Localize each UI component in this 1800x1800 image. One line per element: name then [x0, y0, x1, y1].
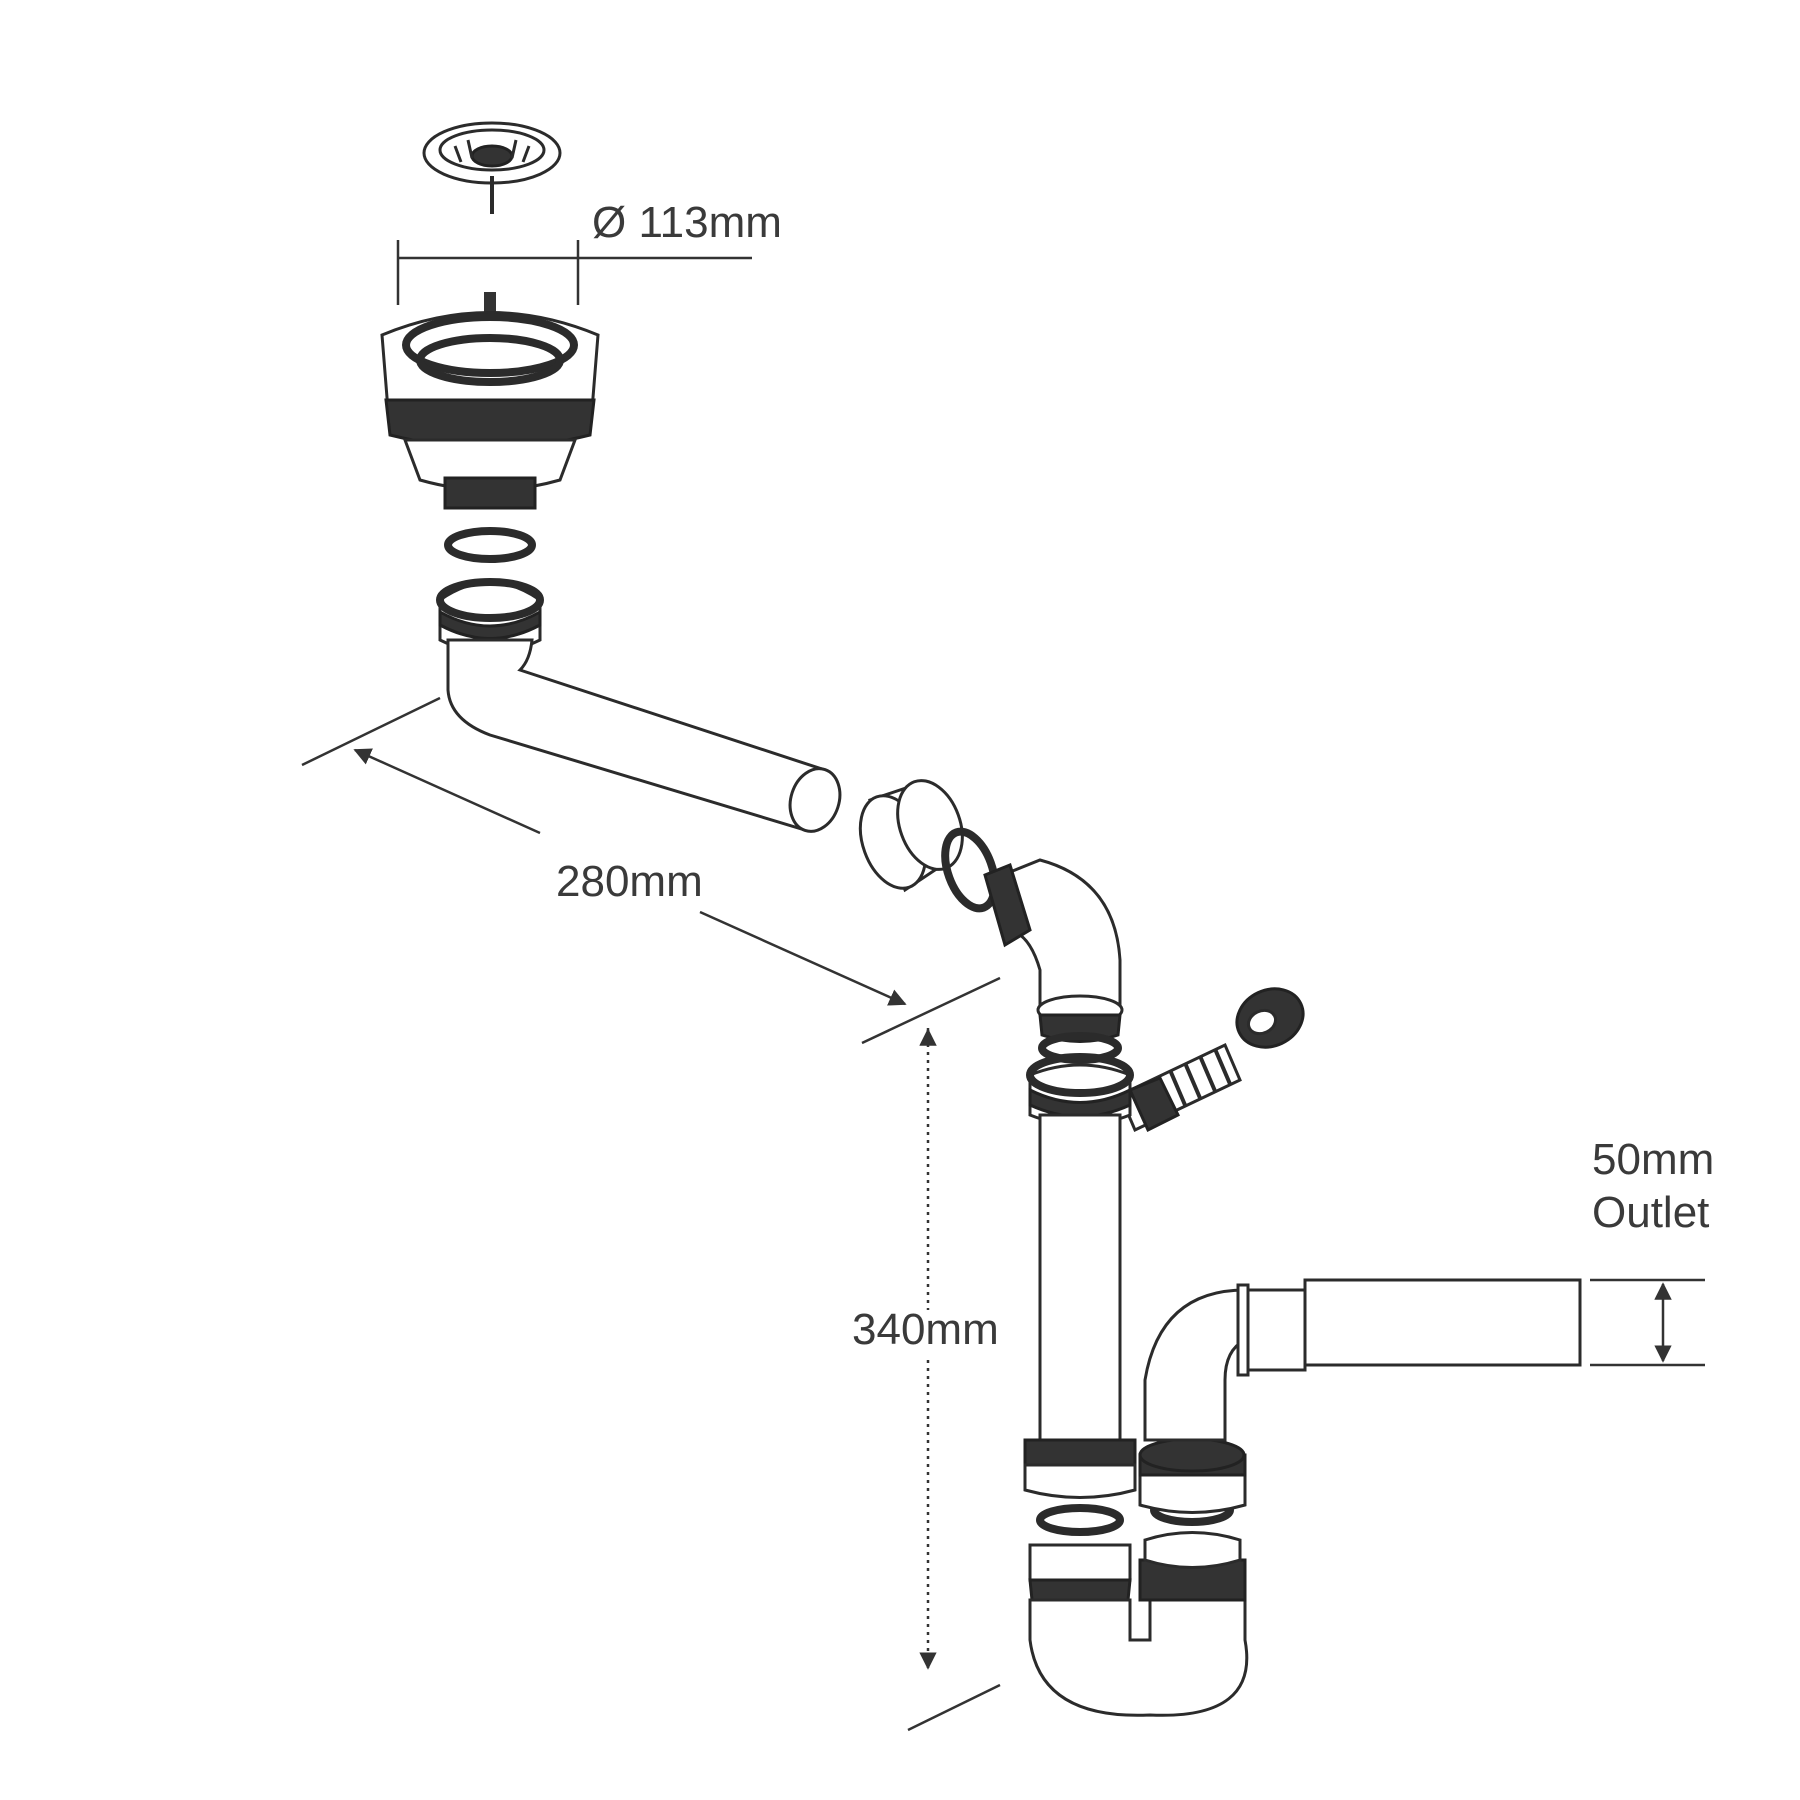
side-branch-nut [1235, 987, 1305, 1049]
side-branch-connector [1118, 1042, 1242, 1133]
height-dimension [907, 1028, 1001, 1732]
diameter-label: Ø 113mm [592, 198, 782, 247]
vertical-tailpipe [1026, 1053, 1134, 1447]
outlet-dimension [1590, 1278, 1705, 1367]
upper-elbow [983, 858, 1124, 1043]
sink-waste-body [380, 292, 600, 510]
arm-pipe [446, 638, 842, 833]
elbow-nut [436, 578, 544, 654]
horizontal-length-dimension [301, 696, 1001, 1045]
outlet-size-label: 50mm [1592, 1135, 1715, 1184]
height-label: 340mm [852, 1305, 999, 1354]
washer-2 [941, 827, 999, 913]
outlet-arm [1143, 1278, 1582, 1442]
washer-4 [1036, 1504, 1124, 1536]
washer-1 [444, 527, 536, 563]
strainer-basket [422, 121, 562, 214]
horizontal-length-label: 280mm [556, 857, 703, 906]
lower-nut-left [1023, 1438, 1137, 1499]
diameter-dimension [396, 240, 752, 305]
trap-bowl [1028, 1531, 1249, 1717]
outlet-word-label: Outlet [1592, 1188, 1710, 1237]
lower-nut-right [1138, 1437, 1247, 1514]
